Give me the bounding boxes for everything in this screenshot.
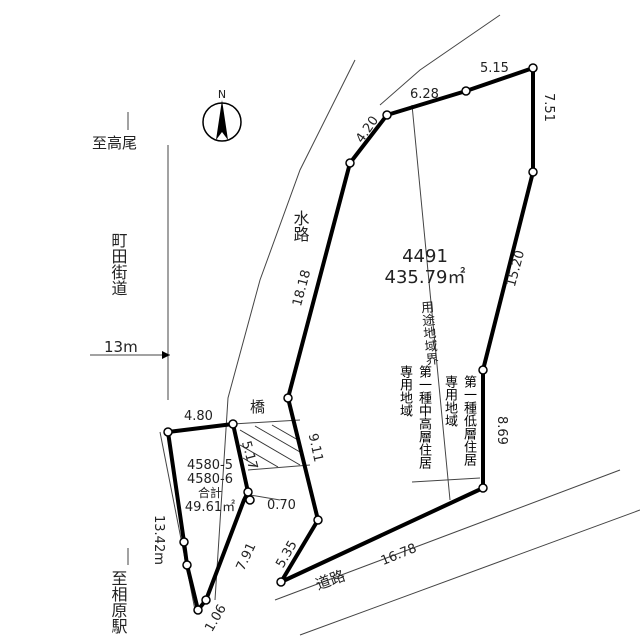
- road-label: 道路: [313, 567, 347, 594]
- dim-label: 7.51: [541, 93, 556, 122]
- to-takao-label: 至高尾: [92, 134, 137, 152]
- lot-small-area: 49.61㎡: [185, 500, 235, 515]
- lot-4491-boundary: [279, 66, 535, 584]
- north-arrow-icon: N: [202, 88, 242, 142]
- zone-boundary-label: 用途地域界: [418, 300, 439, 368]
- bridge-hatch: [239, 424, 301, 468]
- dim-label: 4.80: [184, 409, 213, 424]
- dim-label: 13.42m: [151, 515, 166, 565]
- road-width-label: 13m: [104, 338, 138, 356]
- dim-label: 5.17: [238, 439, 260, 471]
- waterway-label: 水路: [291, 210, 310, 242]
- bridge-label: 橋: [250, 398, 265, 416]
- dimension-labels: 4.20 6.28 5.15 7.51 15.20 8.69 16.78 5.3…: [151, 61, 556, 635]
- lot-main-area: 435.79㎡: [385, 266, 466, 288]
- to-sagamihara-label: 至相原駅: [109, 570, 128, 634]
- dim-label: 16.78: [379, 541, 419, 569]
- dim-label: 15.20: [504, 249, 528, 289]
- machida-road-label: 町田街道: [109, 232, 128, 296]
- dim-label: 7.91: [234, 541, 260, 574]
- dim-label: 9.11: [305, 432, 326, 463]
- lot-small-number-1: 4580-5: [187, 458, 233, 473]
- dim-label: 5.15: [480, 61, 509, 76]
- boundary-points: [163, 63, 538, 615]
- zone-right-label: 第一種低層住居専用地域: [442, 375, 476, 466]
- north-label: N: [218, 88, 226, 101]
- dim-label: 18.18: [290, 268, 314, 308]
- lot-main-number: 4491: [402, 246, 448, 267]
- dim-label: 8.69: [494, 416, 509, 445]
- lot-small-number-2: 4580-6: [187, 472, 233, 487]
- dim-label: 6.28: [410, 87, 439, 102]
- lot-4580-boundary: [166, 422, 250, 612]
- dim-label: 1.06: [202, 602, 229, 635]
- zone-left-label: 第一種中高層住居専用地域: [397, 365, 431, 469]
- dim-label: 0.70: [267, 498, 296, 513]
- lot-small-total-label: 合計: [198, 485, 222, 500]
